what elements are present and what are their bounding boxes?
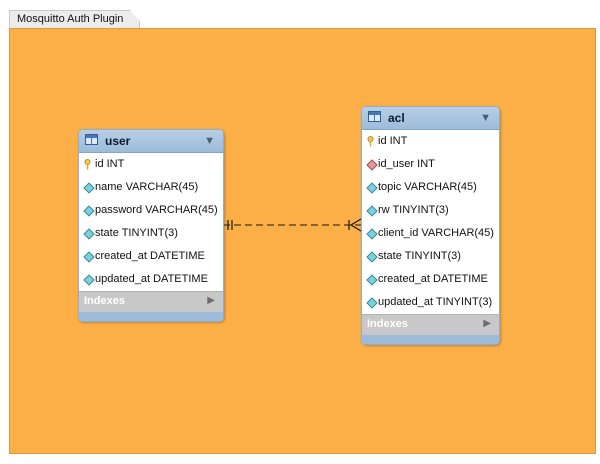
column-label: name VARCHAR(45) <box>95 181 199 193</box>
column-icon <box>366 205 378 217</box>
table-icon <box>368 111 381 122</box>
layer-tab-label: Mosquitto Auth Plugin <box>17 13 124 25</box>
column-row[interactable]: password VARCHAR(45) <box>79 199 223 222</box>
column-row[interactable]: rw TINYINT(3) <box>362 199 499 222</box>
crowfoot-upper <box>350 218 362 226</box>
column-row[interactable]: id INT <box>362 130 499 153</box>
column-row[interactable]: name VARCHAR(45) <box>79 176 223 199</box>
indexes-label: Indexes <box>84 295 125 307</box>
foreign-key-icon <box>366 159 378 171</box>
column-row[interactable]: id INT <box>79 153 223 176</box>
column-icon <box>366 297 378 309</box>
table-user[interactable]: user ▼ id INT name VARCHAR(45) password … <box>78 129 224 322</box>
table-icon <box>85 134 98 145</box>
column-row[interactable]: created_at DATETIME <box>79 245 223 268</box>
crowfoot-lower <box>350 224 362 232</box>
column-icon <box>366 182 378 194</box>
column-label: created_at DATETIME <box>378 273 488 285</box>
column-row[interactable]: state TINYINT(3) <box>79 222 223 245</box>
column-row[interactable]: created_at DATETIME <box>362 268 499 291</box>
column-icon <box>83 274 95 286</box>
column-icon <box>366 274 378 286</box>
column-icon <box>83 228 95 240</box>
column-label: password VARCHAR(45) <box>95 204 218 216</box>
column-icon <box>366 251 378 263</box>
column-label: id INT <box>378 135 408 147</box>
indexes-label: Indexes <box>367 318 408 330</box>
column-icon <box>366 228 378 240</box>
column-icon <box>83 205 95 217</box>
table-header[interactable]: user ▼ <box>79 130 223 153</box>
table-footer <box>362 335 499 344</box>
column-row[interactable]: id_user INT <box>362 153 499 176</box>
column-icon <box>83 182 95 194</box>
column-label: rw TINYINT(3) <box>378 204 449 216</box>
table-name: user <box>105 134 131 148</box>
column-row[interactable]: topic VARCHAR(45) <box>362 176 499 199</box>
column-label: topic VARCHAR(45) <box>378 181 477 193</box>
column-row[interactable]: state TINYINT(3) <box>362 245 499 268</box>
column-row[interactable]: client_id VARCHAR(45) <box>362 222 499 245</box>
column-label: id_user INT <box>378 158 435 170</box>
primary-key-icon <box>367 136 374 147</box>
column-label: updated_at TINYINT(3) <box>378 296 493 308</box>
column-label: created_at DATETIME <box>95 250 205 262</box>
collapse-arrow-icon[interactable]: ▼ <box>480 112 491 124</box>
column-label: updated_at DATETIME <box>95 273 208 285</box>
indexes-section[interactable]: Indexes ▶ <box>79 291 223 312</box>
column-label: id INT <box>95 158 125 170</box>
table-name: acl <box>388 111 405 125</box>
layer-tab[interactable]: Mosquitto Auth Plugin <box>9 10 140 29</box>
table-footer <box>79 312 223 321</box>
primary-key-icon <box>84 159 91 170</box>
column-row[interactable]: updated_at DATETIME <box>79 268 223 291</box>
column-icon <box>83 251 95 263</box>
column-row[interactable]: updated_at TINYINT(3) <box>362 291 499 314</box>
collapse-arrow-icon[interactable]: ▼ <box>204 135 215 147</box>
indexes-section[interactable]: Indexes ▶ <box>362 314 499 335</box>
expand-arrow-icon[interactable]: ▶ <box>207 295 215 306</box>
column-label: state TINYINT(3) <box>95 227 178 239</box>
column-label: client_id VARCHAR(45) <box>378 227 494 239</box>
table-acl[interactable]: acl ▼ id INT id_user INT topic VARCHAR(4… <box>361 106 500 345</box>
column-label: state TINYINT(3) <box>378 250 461 262</box>
expand-arrow-icon[interactable]: ▶ <box>483 318 491 329</box>
table-header[interactable]: acl ▼ <box>362 107 499 130</box>
